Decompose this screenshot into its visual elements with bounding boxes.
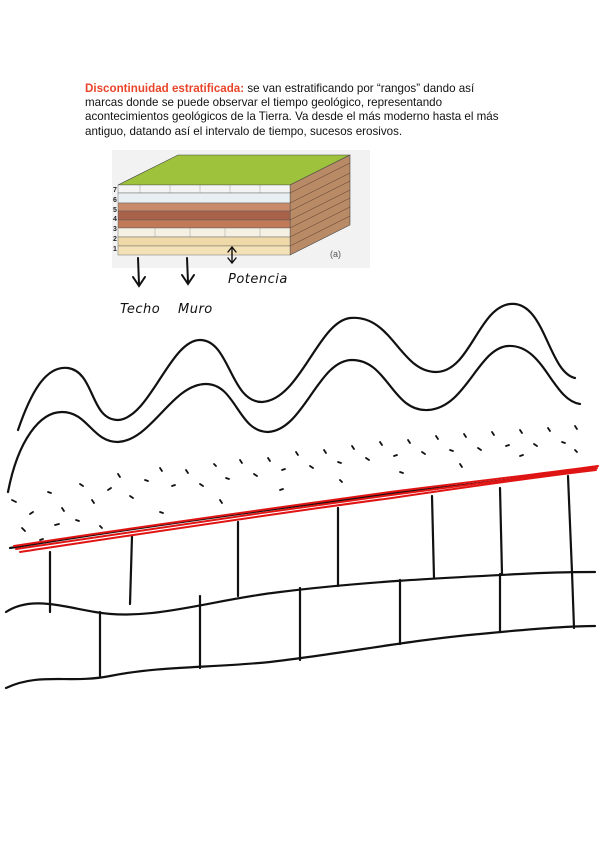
layer-number-list: 7 6 5 4 3 2 1 xyxy=(113,186,117,255)
layer-number: 1 xyxy=(113,245,117,253)
strata-front-layers xyxy=(117,184,291,256)
middle-layer-line xyxy=(4,570,597,616)
figure-caption: (a) xyxy=(330,249,341,259)
definition-text: se van estratificando por “rangos” dando… xyxy=(85,81,499,138)
definition-term: Discontinuidad estratificada: xyxy=(85,81,245,95)
techo-arrow xyxy=(132,257,146,288)
lower-fold-line xyxy=(6,344,582,494)
potencia-arrow xyxy=(227,245,237,265)
layer-number: 6 xyxy=(113,196,117,204)
layer-number: 4 xyxy=(113,216,117,224)
layer-number: 3 xyxy=(113,226,117,234)
definition-paragraph: Discontinuidad estratificada: se van est… xyxy=(85,82,515,140)
techo-label: Techo xyxy=(120,302,161,317)
potencia-label: Potencia xyxy=(228,272,288,287)
sediment-texture xyxy=(11,425,578,541)
muro-arrow xyxy=(181,257,195,286)
layer-number: 5 xyxy=(113,206,117,214)
upper-fold-line xyxy=(16,302,577,432)
layer-number: 7 xyxy=(113,187,117,194)
discontinuity-red-line xyxy=(13,465,599,553)
bottom-layer-line xyxy=(4,624,597,690)
muro-label: Muro xyxy=(178,302,213,317)
hand-drawn-strata-sketch xyxy=(4,302,597,690)
layer-number: 2 xyxy=(113,235,117,243)
